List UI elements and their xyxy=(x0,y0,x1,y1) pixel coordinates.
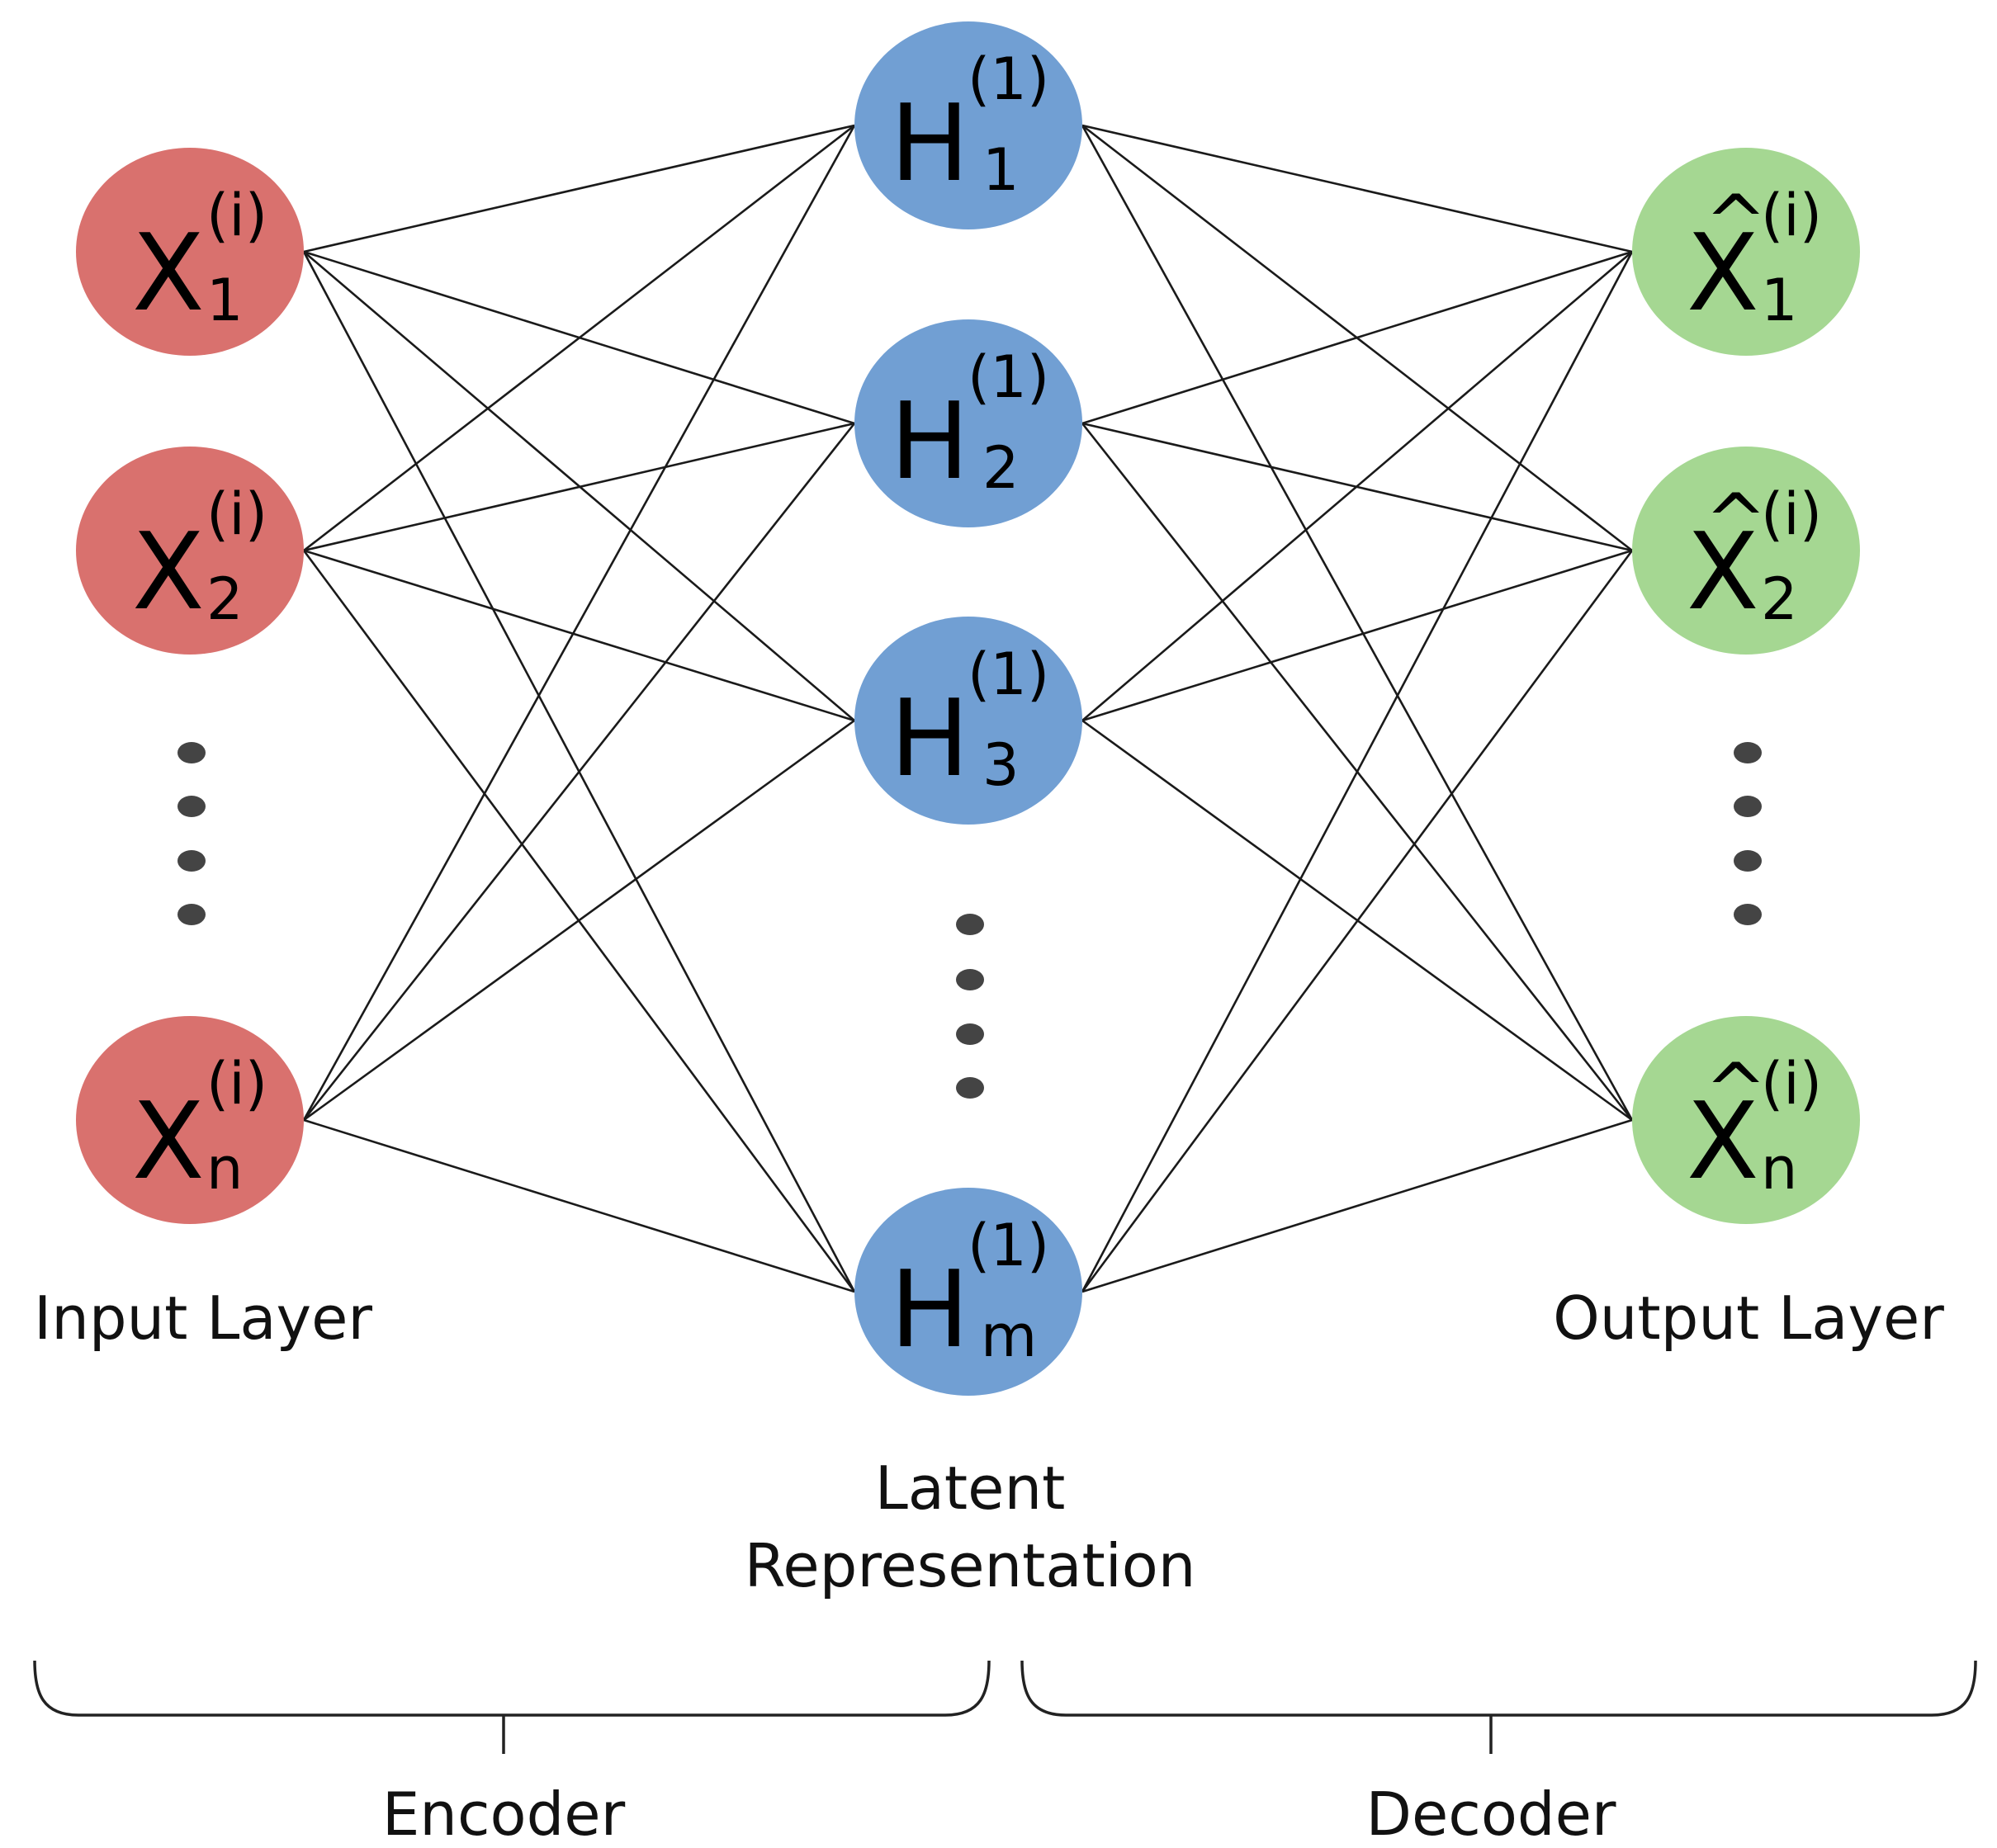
latent-node-3-sup: (1) xyxy=(968,640,1049,708)
input-node-2-sub: 2 xyxy=(206,565,244,633)
latent-ellipsis xyxy=(956,914,984,1099)
latent-node-m-sub: m xyxy=(981,1302,1037,1370)
latent-label-line1: Latent xyxy=(875,1453,1066,1523)
latent-node-2-circle xyxy=(854,319,1082,527)
output-ellipsis-dot-4 xyxy=(1734,904,1762,925)
edge-x2-h2 xyxy=(303,422,855,552)
input-ellipsis xyxy=(177,742,206,925)
latent-ellipsis-dot-3 xyxy=(956,1023,984,1045)
output-node-1-base: X xyxy=(1687,212,1759,335)
output-node-n: ^ X (i) n xyxy=(1632,1016,1860,1224)
input-node-1-sup: (i) xyxy=(206,182,267,249)
input-layer-label: Input Layer xyxy=(34,1283,372,1353)
output-ellipsis xyxy=(1734,742,1762,925)
output-node-n-sup: (i) xyxy=(1761,1050,1822,1118)
input-node-2-base: X xyxy=(132,511,205,634)
encoder-label: Encoder xyxy=(382,1779,626,1848)
latent-node-3-circle xyxy=(854,617,1082,825)
edge-x2-h1 xyxy=(303,124,855,552)
output-ellipsis-dot-1 xyxy=(1734,742,1762,763)
output-node-1: ^ X (i) 1 xyxy=(1632,148,1860,356)
input-ellipsis-dot-2 xyxy=(177,796,206,817)
latent-node-m-circle xyxy=(854,1188,1082,1396)
latent-node-3-base: H xyxy=(890,678,969,801)
latent-node-m: H (1) m xyxy=(854,1188,1082,1396)
latent-ellipsis-dot-4 xyxy=(956,1077,984,1099)
latent-node-1-circle xyxy=(854,21,1082,229)
output-node-1-circle xyxy=(1632,148,1860,356)
output-node-2: ^ X (i) 2 xyxy=(1632,447,1860,655)
input-ellipsis-dot-3 xyxy=(177,850,206,872)
input-node-2: X (i) 2 xyxy=(76,447,304,655)
latent-node-2-base: H xyxy=(890,380,969,503)
output-node-2-circle xyxy=(1632,447,1860,655)
latent-ellipsis-dot-2 xyxy=(956,969,984,990)
edge-hm-xhat1 xyxy=(1081,251,1634,1293)
latent-node-1-sup: (1) xyxy=(968,45,1049,113)
latent-node-1: H (1) 1 xyxy=(854,21,1082,229)
edge-hm-xhatn xyxy=(1081,1118,1633,1293)
encoder-brace xyxy=(33,1660,991,1754)
latent-node-1-base: H xyxy=(890,83,969,206)
input-node-n-sup: (i) xyxy=(206,1050,267,1118)
output-node-1-sup: (i) xyxy=(1761,182,1822,249)
edge-h1-xhat1 xyxy=(1081,124,1633,253)
edge-h2-xhat1 xyxy=(1081,250,1633,425)
edge-xn-h1 xyxy=(302,125,856,1121)
output-node-n-circle xyxy=(1632,1016,1860,1224)
edge-h3-xhat2 xyxy=(1081,549,1633,722)
input-node-n-circle xyxy=(76,1016,304,1224)
latent-node-m-sup: (1) xyxy=(968,1212,1049,1279)
latent-node-3: H (1) 3 xyxy=(854,617,1082,825)
input-node-2-circle xyxy=(76,447,304,655)
edge-xn-h2 xyxy=(302,423,856,1121)
latent-node-2-sub: 2 xyxy=(982,434,1020,502)
output-node-2-sup: (i) xyxy=(1761,480,1822,548)
input-node-n-sub: n xyxy=(206,1135,243,1203)
latent-node-m-base: H xyxy=(890,1249,969,1372)
edge-h1-xhatn xyxy=(1081,125,1634,1121)
input-node-1-sub: 1 xyxy=(206,267,244,334)
input-node-2-sup: (i) xyxy=(206,480,267,548)
output-node-1-hat: ^ xyxy=(1705,179,1767,266)
latent-node-2-sup: (1) xyxy=(968,343,1049,411)
input-node-1-circle xyxy=(76,148,304,356)
input-node-n-base: X xyxy=(132,1080,205,1203)
input-ellipsis-dot-4 xyxy=(177,904,206,925)
latent-label-line2: Representation xyxy=(745,1531,1196,1600)
output-node-2-hat: ^ xyxy=(1705,478,1767,565)
output-node-n-hat: ^ xyxy=(1705,1047,1767,1134)
latent-ellipsis-dot-1 xyxy=(956,914,984,935)
latent-node-3-sub: 3 xyxy=(982,731,1020,799)
input-node-n: X (i) n xyxy=(76,1016,304,1224)
edge-x2-h3 xyxy=(303,549,855,722)
edge-hm-xhat2 xyxy=(1081,550,1634,1293)
output-ellipsis-dot-2 xyxy=(1734,796,1762,817)
output-node-n-sub: n xyxy=(1761,1135,1797,1203)
output-layer-label: Output Layer xyxy=(1553,1283,1944,1353)
latent-node-1-sub: 1 xyxy=(982,136,1020,204)
connections xyxy=(302,124,1634,1293)
latent-node-2: H (1) 2 xyxy=(854,319,1082,527)
edge-xn-hm xyxy=(303,1118,855,1293)
input-ellipsis-dot-1 xyxy=(177,742,206,763)
output-node-1-sub: 1 xyxy=(1761,267,1798,334)
input-node-1-base: X xyxy=(132,212,205,335)
decoder-label: Decoder xyxy=(1366,1779,1616,1848)
output-node-2-sub: 2 xyxy=(1761,565,1798,633)
output-node-2-base: X xyxy=(1687,511,1759,634)
edge-h3-xhat1 xyxy=(1081,251,1633,721)
input-node-1: X (i) 1 xyxy=(76,148,304,356)
decoder-brace xyxy=(1020,1660,1977,1754)
edge-x1-h1 xyxy=(303,124,855,253)
output-ellipsis-dot-3 xyxy=(1734,850,1762,872)
edge-xn-h3 xyxy=(303,719,855,1122)
output-node-n-base: X xyxy=(1687,1080,1759,1203)
